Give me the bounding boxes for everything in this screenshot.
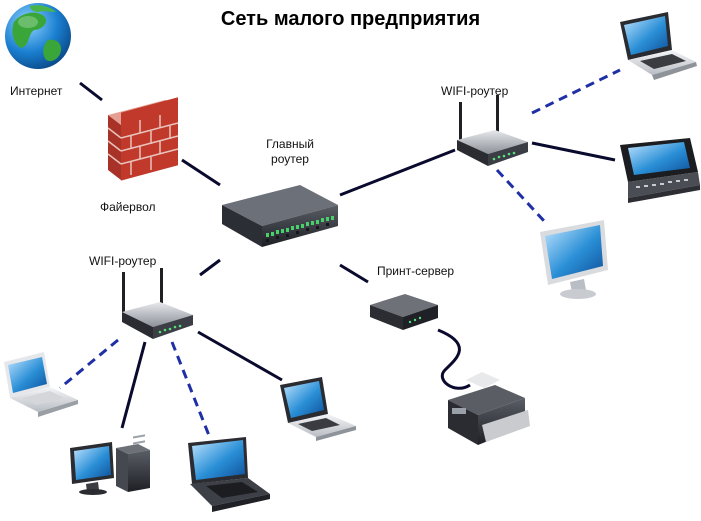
laptop-icon (4, 352, 78, 417)
internet-label: Интернет (10, 84, 63, 98)
link-wifi-left-laptop-right (197, 330, 283, 382)
print-server-label: Принт-сервер (377, 264, 455, 278)
wireless-link-wifi-right-monitor (495, 168, 547, 224)
wifi-router-right-label: WIFI-роутер (441, 84, 509, 98)
link-print-server-printer (437, 328, 471, 390)
link-main-router-wifi-right (339, 148, 456, 197)
connections (59, 68, 621, 439)
wireless-link-wifi-left-netbook (170, 341, 212, 439)
main-router-label: Главный роутер (266, 137, 314, 166)
wifi-router-icon (122, 268, 193, 339)
tablet-icon (620, 138, 700, 203)
printer-icon (448, 372, 530, 445)
link-main-router-wifi-left (199, 258, 221, 277)
wireless-link-wifi-left-laptop-left (59, 338, 119, 390)
link-firewall-main-router (181, 158, 221, 187)
wifi-router-left-label: WIFI-роутер (89, 254, 157, 268)
desktop-pc-icon (70, 434, 150, 495)
laptop-icon (620, 12, 697, 80)
globe-icon (5, 3, 71, 69)
monitor-icon (540, 220, 608, 299)
link-wifi-left-desktop (120, 341, 147, 429)
brick-wall-icon (107, 97, 179, 181)
link-main-router-print-server (339, 263, 369, 284)
link-wifi-right-tablet (531, 141, 616, 162)
firewall-label: Файервол (100, 200, 156, 214)
laptop-icon (280, 377, 356, 441)
laptop-icon (188, 437, 270, 512)
print-server-icon (370, 294, 438, 330)
wireless-link-wifi-right-laptop (531, 68, 621, 115)
diagram-title: Сеть малого предприятия (220, 8, 481, 30)
network-switch-icon (222, 185, 338, 247)
wifi-router-icon (457, 95, 528, 166)
link-internet-firewall (79, 81, 103, 102)
